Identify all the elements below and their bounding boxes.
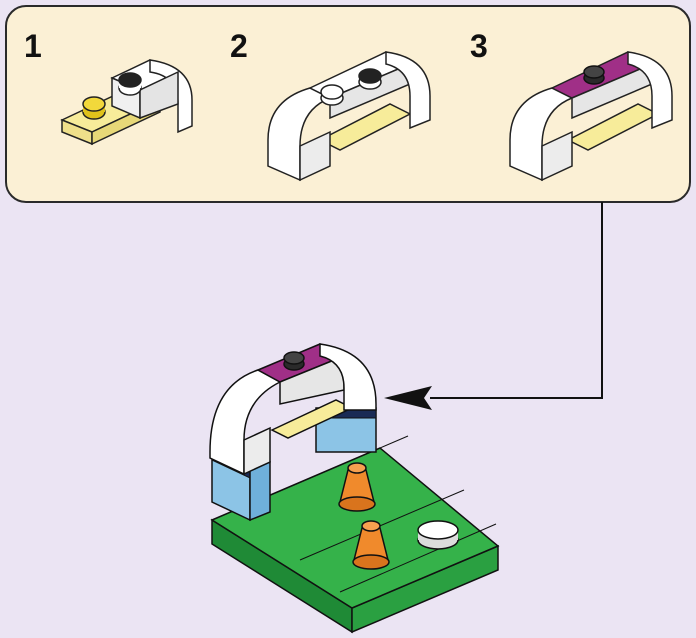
step-3-assembly — [509, 51, 673, 182]
connector-line — [430, 202, 603, 399]
step-number-3: 3 — [470, 28, 488, 64]
main-model — [209, 343, 500, 634]
step-number-2: 2 — [230, 28, 248, 64]
arrow-head — [384, 386, 432, 410]
step-number-1: 1 — [24, 28, 42, 64]
step-1-assembly — [60, 59, 193, 146]
step-2-assembly — [267, 51, 431, 182]
